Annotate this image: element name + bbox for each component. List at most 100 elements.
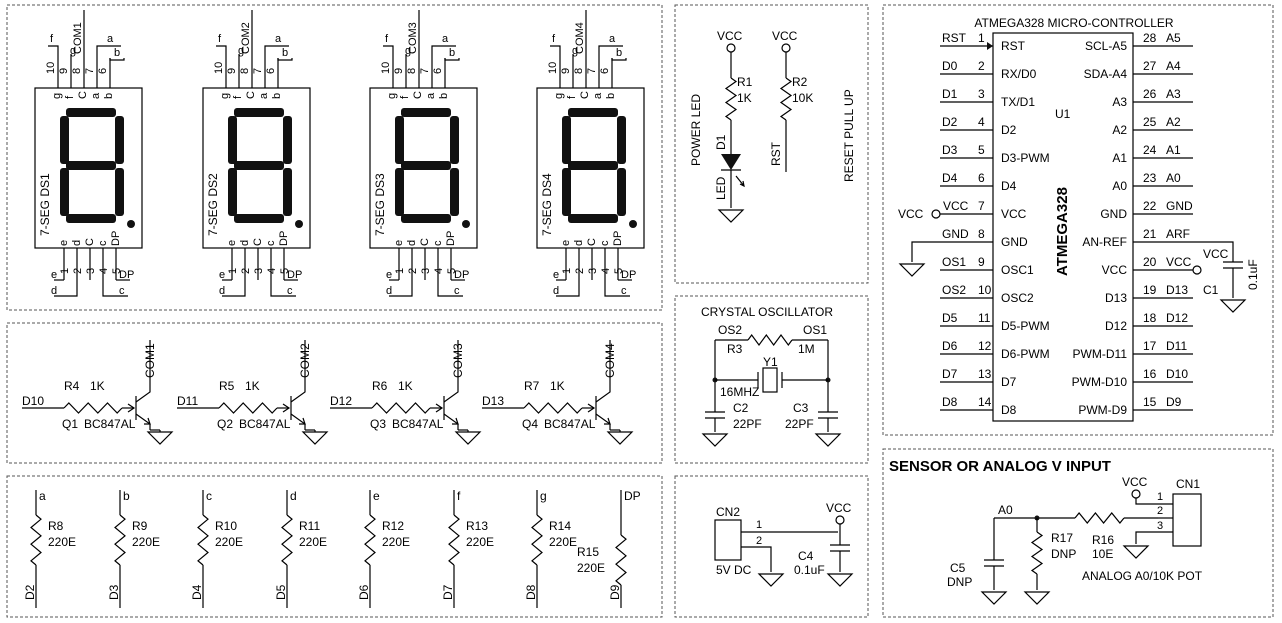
seven-segment-display [202,87,311,249]
mcu-pin-name: SCL-A5 [1085,39,1127,53]
display-pin-name: C [586,238,598,246]
display-pin-number: 2 [240,268,252,274]
mcu-net-label: A4 [1166,59,1181,73]
resistor-symbol [531,514,543,566]
display-pin-name: c [432,240,444,246]
resistor-value: 220E [215,535,243,549]
segment-net-label: D8 [524,584,538,600]
mcu-net-label: GND [1166,199,1193,213]
display-pin-name: c [97,240,109,246]
display-pin-name: C [252,238,264,246]
ground-icon [606,431,634,445]
mcu-pin-name: D13 [1105,291,1127,305]
display-net-label: e [51,269,57,281]
display-segment [234,108,284,117]
capacitor-ref: C1 [1203,283,1219,297]
mcu-pin-name: D6-PWM [1001,347,1050,361]
display-net-wire [611,58,627,61]
display-pin-number: 6 [599,68,611,74]
transistor-part: BC847AL [84,417,136,431]
mcu-pin-name: GND [1100,207,1127,221]
display-net-label: c [287,285,293,297]
ground-icon [814,433,842,447]
display-net-label: DP [119,269,134,281]
display-pin-name: a [592,92,604,99]
resistor-ref: R10 [215,519,237,533]
display-pin-name: DP [612,231,624,246]
section-title: ATMEGA328 MICRO-CONTROLLER [974,16,1173,30]
display-net-wire [389,280,413,297]
ground-icon [701,433,729,447]
vcc-label: VCC [772,29,798,43]
display-pin-name: g [219,93,231,99]
resistor-ref: R15 [577,545,599,559]
ground-icon [826,573,854,587]
display-pin-number: 3 [420,268,432,274]
display-pin-name: d [71,240,83,246]
segment-net-label: a [39,489,46,503]
display-segment [568,161,618,170]
led-diode-icon [721,154,741,170]
display-com-label: COM3 [407,22,419,54]
capacitor-value: 22PF [785,417,814,431]
resistor-value: 1K [550,379,565,393]
display-net-label: e [386,269,392,281]
mcu-pin-name: D4 [1001,179,1017,193]
display-segment [60,116,69,164]
display-net-label: c [454,285,460,297]
display-pin-number: 7 [419,68,431,74]
mcu-net-label: D3 [942,143,958,157]
mcu-pin-number: 16 [1143,367,1157,381]
mcu-net-label: OS2 [942,283,966,297]
display-net-wire [109,58,125,61]
resistor-symbol [523,402,583,414]
mcu-pin-number: 8 [978,227,985,241]
connector-ref: CN1 [1176,477,1200,491]
display-net-wire [48,45,59,58]
resistor-value: 220E [382,535,410,549]
display-net-label: d [51,285,57,297]
transistor-ref: Q3 [370,417,386,431]
mcu-net-label: D1 [942,87,958,101]
display-segment [562,168,571,216]
mcu-pin-name: D3-PWM [1001,151,1050,165]
display-pin-name: c [599,240,611,246]
resistor-value: 220E [577,561,605,575]
display-pin-number: 9 [560,68,572,74]
mcu-net-label: D7 [942,367,958,381]
capacitor-value: DNP [947,575,972,589]
display-net-label: a [107,33,114,45]
display-pin-name: C [579,91,591,99]
resistor-symbol [218,402,278,414]
vcc-terminal-icon [1131,489,1141,499]
transistor-ref: Q2 [217,417,233,431]
vcc-terminal-icon [835,515,845,525]
capacitor-value: 0.1uF [1246,259,1260,290]
driver-wire [127,403,136,413]
sensor-caption: ANALOG A0/10K POT [1082,569,1203,583]
display-net-wire [264,45,289,58]
resistor-ref: R4 [64,379,80,393]
display-pin-number: 9 [226,68,238,74]
capacitor-value: 22PF [733,417,762,431]
display-pin-name: e [226,240,238,246]
transistor-collector [595,340,611,403]
mcu-pin-number: 20 [1143,255,1157,269]
display-decimal-point [629,220,637,228]
vcc-label: VCC [826,501,852,515]
display-pin-number: 2 [72,268,84,274]
display-pin-number: 8 [71,68,83,74]
mcu-pin-number: 22 [1143,199,1157,213]
display-decimal-point [127,220,135,228]
resistor-symbol [371,402,431,414]
sensor-section [882,448,1274,618]
display-section [6,4,663,311]
display-decimal-point [462,220,470,228]
display-net-label: b [616,47,622,59]
ground-icon [1023,591,1051,605]
display-net-label: a [442,33,449,45]
display-segment [568,214,618,223]
display-pin-name: f [566,95,578,99]
resistor-ref: R6 [372,379,388,393]
